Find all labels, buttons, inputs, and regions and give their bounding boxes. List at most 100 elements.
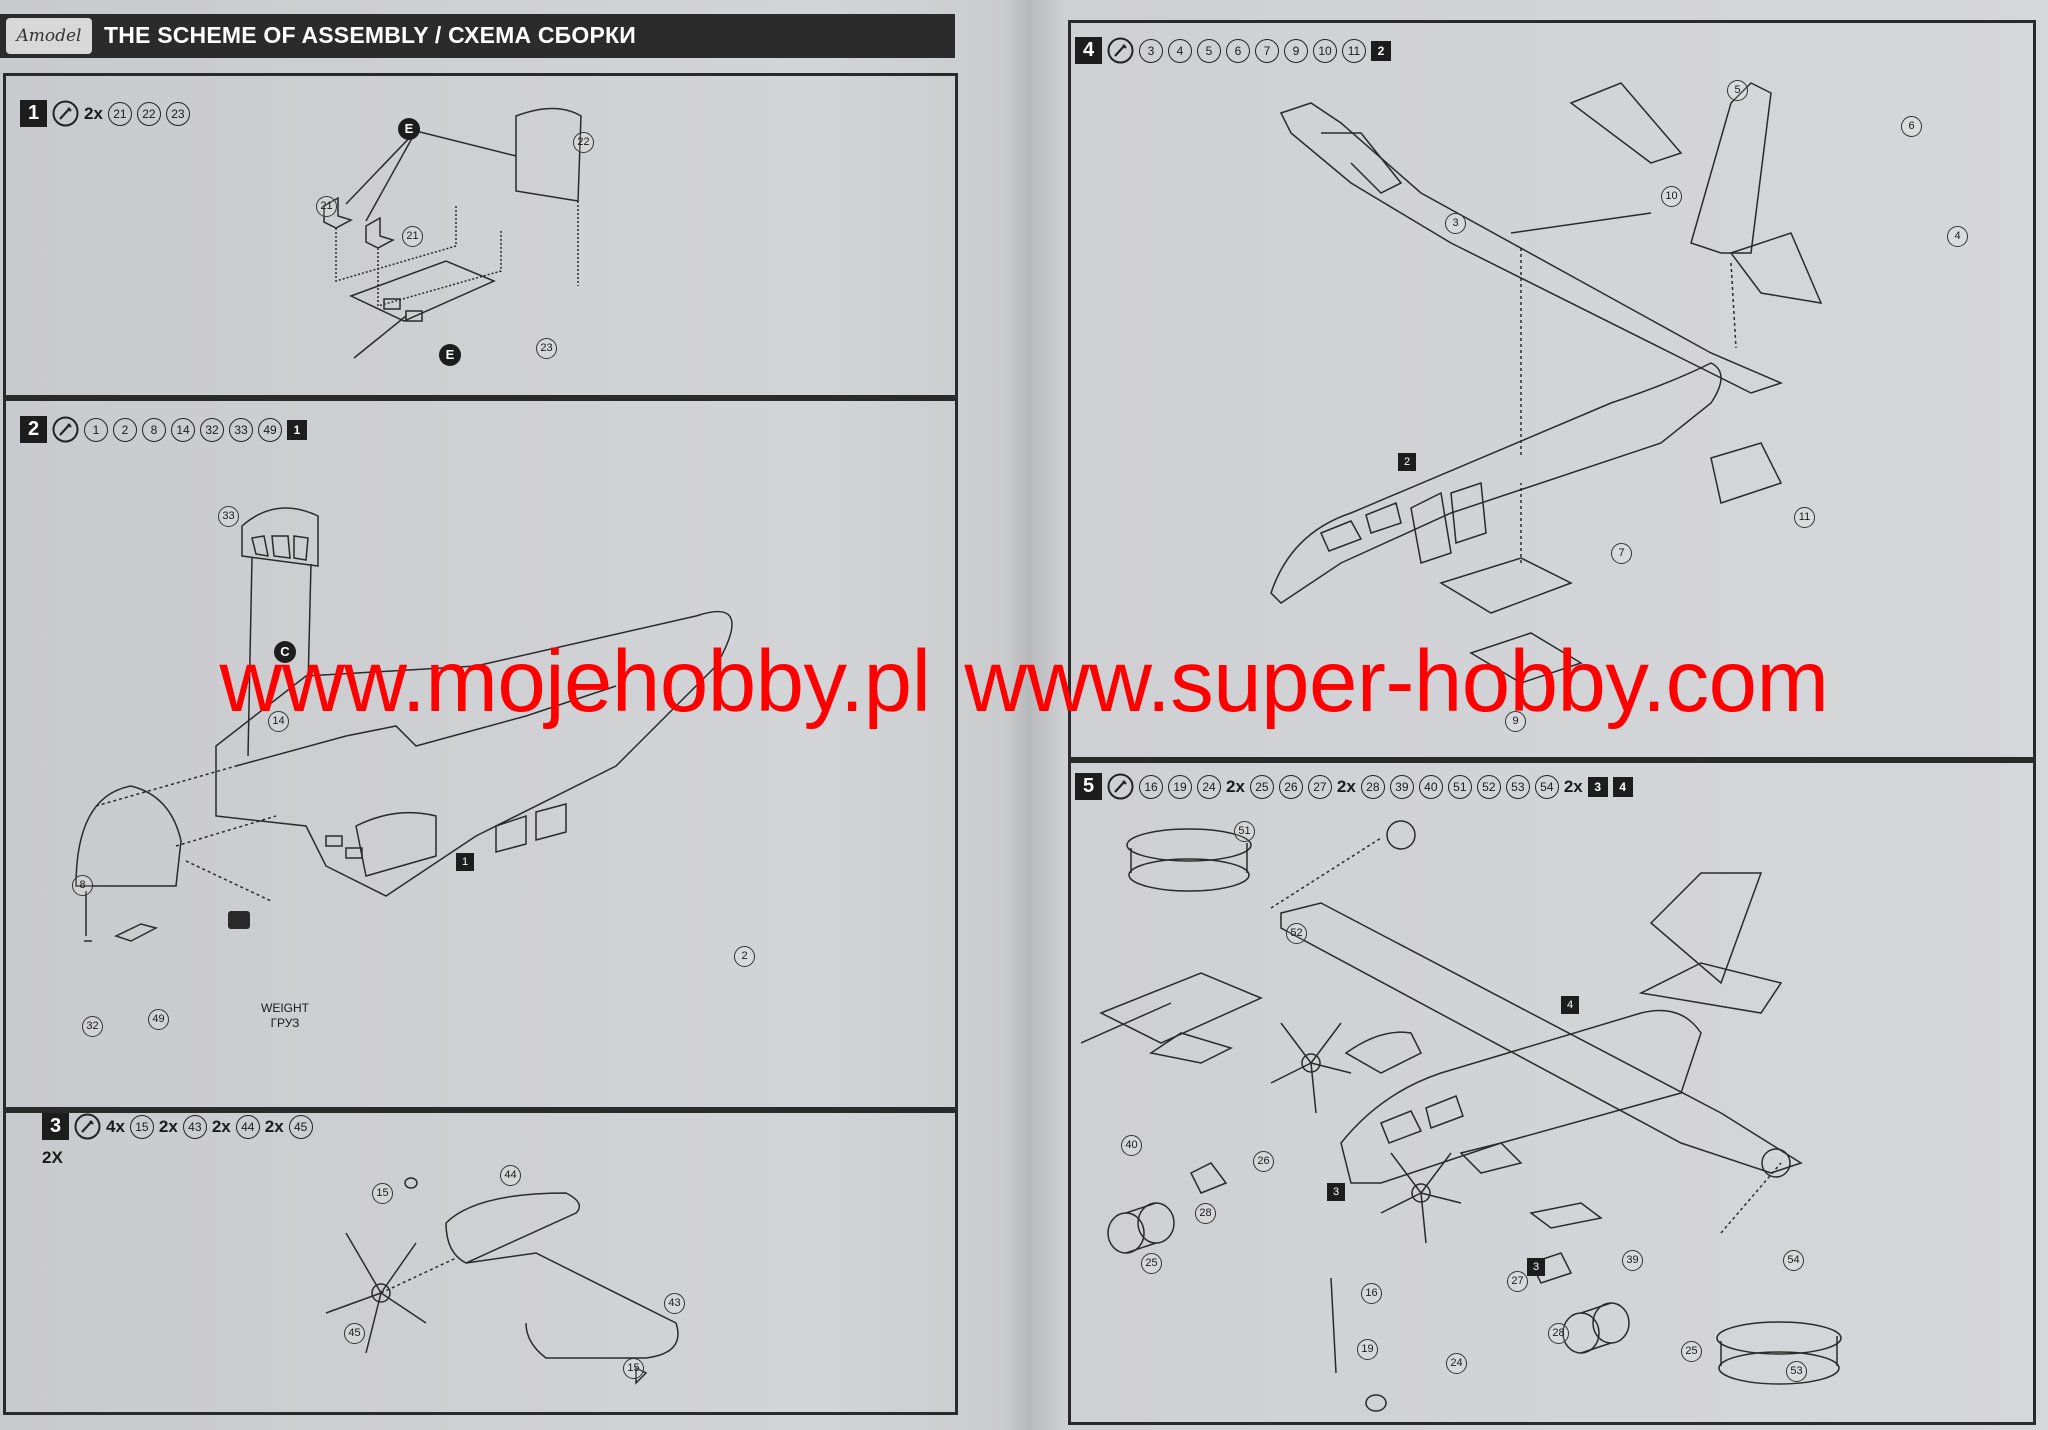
part-number: 24 xyxy=(1197,774,1221,799)
part-callout: 2 xyxy=(734,946,755,967)
part-number: 54 xyxy=(1534,774,1559,799)
step-5-header: 5 16 19 24 2x 25 26 27 2x 28 39 40 51 52… xyxy=(1075,773,1633,800)
step-5-panel: 5 16 19 24 2x 25 26 27 2x 28 39 40 51 52… xyxy=(1068,760,2036,1425)
left-page: Amodel THE SCHEME OF ASSEMBLY / СХЕМА СБ… xyxy=(0,0,1010,1430)
part-callout: 44 xyxy=(500,1165,521,1186)
part-number: 40 xyxy=(1418,774,1443,799)
part-callout: 5 xyxy=(1727,80,1748,101)
part-number: 5 xyxy=(1197,38,1221,63)
part-number: 23 xyxy=(165,101,190,126)
multiplier: 2x xyxy=(84,103,103,123)
step-number: 2 xyxy=(20,416,47,443)
sub-assembly-marker: 3 xyxy=(1327,1183,1345,1201)
part-number: 51 xyxy=(1447,774,1472,799)
part-callout: 26 xyxy=(1253,1151,1274,1172)
sub-assembly-ref: 3 xyxy=(1587,776,1608,797)
part-callout: 14 xyxy=(268,711,289,732)
part-callout: 32 xyxy=(82,1016,103,1037)
part-callout: 40 xyxy=(1121,1135,1142,1156)
sub-assembly-marker: 3 xyxy=(1527,1258,1545,1276)
part-number: 27 xyxy=(1307,774,1332,799)
part-number: 26 xyxy=(1278,774,1303,799)
part-callout: 4 xyxy=(1947,226,1968,247)
step-2-panel: 2 1 2 8 14 32 33 49 1 xyxy=(3,398,958,1110)
glue-icon xyxy=(52,416,79,443)
part-number: 14 xyxy=(171,417,195,442)
part-callout: 21 xyxy=(402,226,423,247)
part-callout: 21 xyxy=(316,196,337,217)
step-number: 5 xyxy=(1075,773,1102,800)
part-number: 16 xyxy=(1139,774,1163,799)
brand-logo: Amodel xyxy=(6,18,92,54)
sub-assembly-marker: 4 xyxy=(1561,996,1579,1014)
repeat-count: 2X xyxy=(42,1148,63,1167)
part-callout: 45 xyxy=(344,1323,365,1344)
part-callout: 11 xyxy=(1794,507,1815,528)
part-number: 25 xyxy=(1249,774,1274,799)
step-1-panel: 1 2x 21 22 23 E E 22 21 xyxy=(3,73,958,398)
part-callout: 39 xyxy=(1622,1250,1643,1271)
part-number: 22 xyxy=(136,101,161,126)
step-number: 3 xyxy=(42,1113,69,1140)
watermark-right: www.super-hobby.com xyxy=(964,633,1829,730)
letter-marker: E xyxy=(398,118,420,140)
part-number: 19 xyxy=(1168,774,1192,799)
sub-assembly-ref: 1 xyxy=(287,419,307,440)
part-callout: 33 xyxy=(218,506,239,527)
part-callout: 15 xyxy=(372,1183,393,1204)
part-callout: 16 xyxy=(1361,1283,1382,1304)
part-number: 52 xyxy=(1476,774,1501,799)
part-callout: 49 xyxy=(148,1009,169,1030)
weight-label: WEIGHT ГРУЗ xyxy=(261,1001,309,1031)
part-callout: 27 xyxy=(1507,1271,1528,1292)
step-4-drawing xyxy=(1270,82,1823,684)
step-3-header: 3 4x 15 2x 43 2x 44 2x 45 xyxy=(42,1113,313,1140)
multiplier: 2x xyxy=(1336,776,1356,796)
part-number: 49 xyxy=(258,417,282,442)
part-callout: 9 xyxy=(1505,711,1526,732)
multiplier: 2x xyxy=(264,1116,284,1136)
part-number: 7 xyxy=(1255,38,1279,63)
part-number: 44 xyxy=(235,1114,260,1139)
part-number: 11 xyxy=(1342,38,1366,63)
part-callout: 24 xyxy=(1446,1353,1467,1374)
part-callout: 43 xyxy=(664,1293,685,1314)
multiplier: 4x xyxy=(106,1116,125,1136)
part-number: 43 xyxy=(182,1114,207,1139)
part-number: 33 xyxy=(229,417,253,442)
part-number: 15 xyxy=(129,1114,154,1139)
part-callout: 25 xyxy=(1141,1253,1162,1274)
right-page: 4 3 4 5 6 7 9 10 11 2 xyxy=(1038,0,2048,1430)
part-callout: 15 xyxy=(623,1358,644,1379)
part-number: 21 xyxy=(107,101,132,126)
step-1-header: 1 2x 21 22 23 xyxy=(20,100,190,127)
header-title: THE SCHEME OF ASSEMBLY / СХЕМА СБОРКИ xyxy=(104,22,637,48)
part-number: 9 xyxy=(1284,38,1308,63)
weight-label-en: WEIGHT xyxy=(261,1001,309,1015)
part-callout: 8 xyxy=(72,875,93,896)
part-number: 53 xyxy=(1505,774,1530,799)
part-number: 2 xyxy=(113,417,137,442)
step-number: 4 xyxy=(1075,37,1102,64)
part-callout: 3 xyxy=(1445,213,1466,234)
part-callout: 53 xyxy=(1786,1361,1807,1382)
multiplier: 2x xyxy=(1226,776,1245,796)
step-5-drawing xyxy=(1081,820,1842,1412)
letter-marker: E xyxy=(439,344,461,366)
step-4-panel: 4 3 4 5 6 7 9 10 11 2 xyxy=(1068,20,2036,760)
sub-assembly-ref: 2 xyxy=(1371,40,1391,61)
step-4-header: 4 3 4 5 6 7 9 10 11 2 xyxy=(1075,37,1391,64)
step-number: 1 xyxy=(20,100,47,127)
part-callout: 28 xyxy=(1195,1203,1216,1224)
step-2-header: 2 1 2 8 14 32 33 49 1 xyxy=(20,416,307,443)
sub-assembly-ref: 4 xyxy=(1612,776,1633,797)
glue-icon xyxy=(52,100,79,127)
sub-assembly-marker: 2 xyxy=(1398,453,1416,471)
part-callout: 10 xyxy=(1661,186,1682,207)
weight-label-ru: ГРУЗ xyxy=(270,1016,300,1030)
part-number: 8 xyxy=(142,417,166,442)
header-bar: Amodel THE SCHEME OF ASSEMBLY / СХЕМА СБ… xyxy=(0,14,955,58)
part-callout: 22 xyxy=(573,132,594,153)
multiplier: 2x xyxy=(158,1116,178,1136)
